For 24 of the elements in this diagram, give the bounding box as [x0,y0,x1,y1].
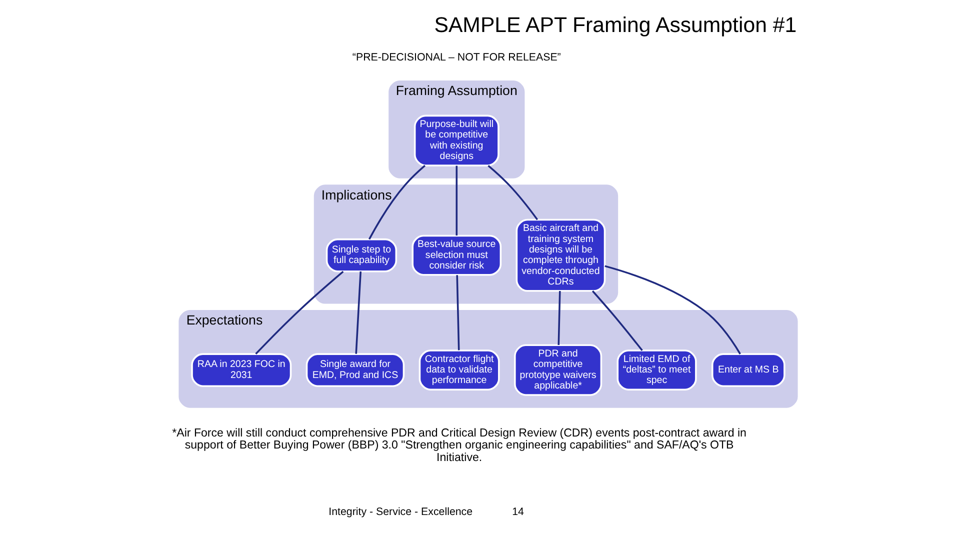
connector [368,164,426,240]
node-box: PDR and competitive prototype waivers applicable* [514,344,602,396]
connector [456,275,460,350]
connector [558,291,561,346]
connector [592,290,643,351]
node-box: Purpose-built will be competitive with existing designs [414,114,500,166]
node-box: Limited EMD of “deltas” to meet spec [616,350,697,391]
node-box: Single award for EMD, Prod and ICS [306,353,405,387]
connector [355,271,362,354]
connector [456,166,458,236]
connector [604,265,741,354]
label: 14 [512,506,524,518]
connector [255,270,344,355]
diagram-title: SAMPLE APT Framing Assumption #1 [434,13,797,38]
label: “PRE-DECISIONAL – NOT FOR RELEASE” [352,52,561,64]
node-box: Enter at MS B [712,353,786,387]
node-box: Contractor flight data to validate performance [418,350,500,391]
label: *Air Force will still conduct comprehensive PDR and Critical Design Review (CDR) events post-contract award in support of Better Buying Power (BBP) 3.0 "Strengthen organic engineering capabilities" and SAF/AQ's OTB Initiative. [172,427,746,464]
connector [488,164,538,220]
label: Integrity - Service - Excellence [328,506,473,518]
node-box: Basic aircraft and training system designs will be complete through vendor-conducted CDRs [516,218,606,292]
node-box: Best-value source selection must consider risk [412,234,502,276]
node-box: RAA in 2023 FOC in 2031 [191,353,292,387]
node-box: Single step to full capability [326,238,398,272]
